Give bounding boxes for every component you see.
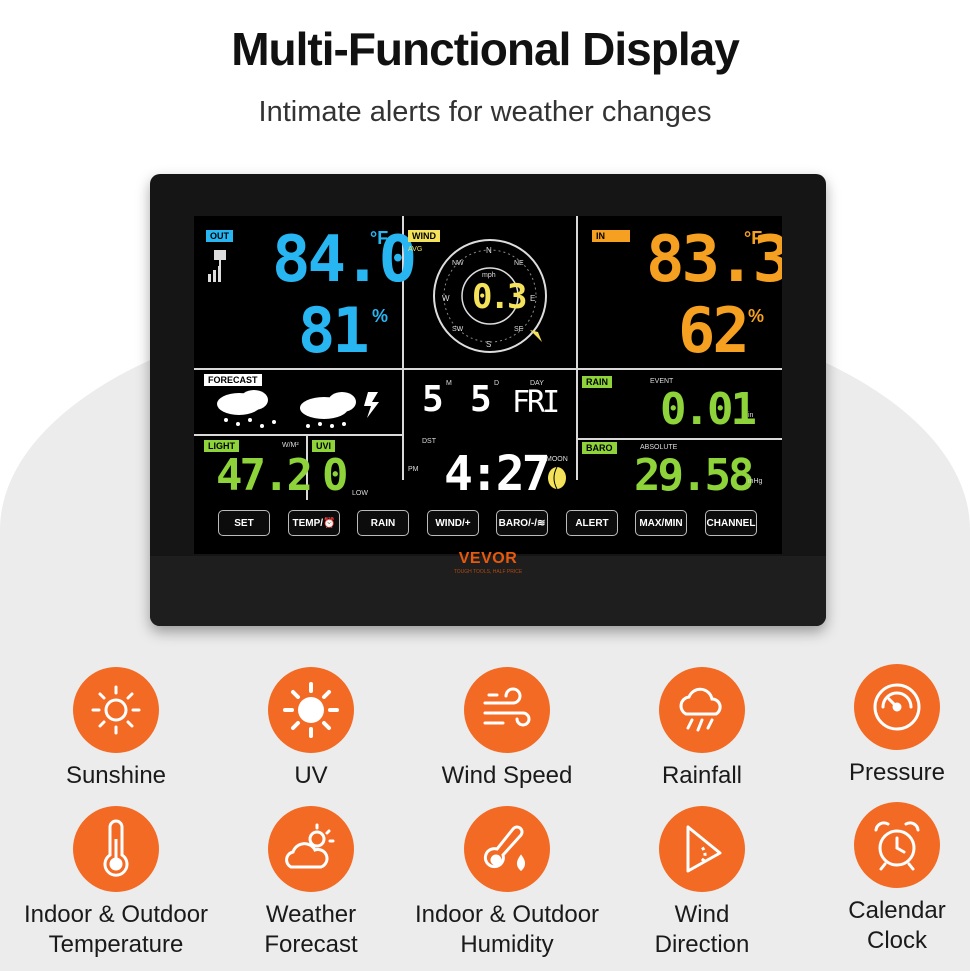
in-temp: 83.3 [646,223,782,297]
baro-unit: inHg [748,478,763,485]
feature-label: Wind Direction [654,901,750,958]
feature-sunshine: Sunshine [21,667,211,791]
feature-weather-forecast: Weather Forecast [216,806,406,960]
wind-plus-button[interactable]: WIND/+ [427,510,479,536]
compass-w: W [442,294,450,303]
light-unit: W/M² [282,442,299,449]
out-temp-unit: °F [370,228,389,248]
date-month-tag: M [446,380,452,387]
rain-unit: in [748,412,754,419]
date-day-label: DAY [530,380,544,387]
feature-label: Rainfall [661,762,743,789]
date-weekday: FRI [512,385,560,420]
pm-label: PM [408,466,419,473]
outdoor-sensor-icon [208,250,226,282]
rain-cloud-forecast-icon [217,390,379,428]
in-tag: IN [592,230,630,242]
feature-rainfall: Rainfall [607,667,797,791]
compass-ne: NE [514,260,524,267]
compass-n: N [486,246,492,255]
feature-wind-direction: Wind Direction [607,806,797,960]
out-tag: OUT [206,230,233,242]
sun-cloud-icon [268,806,354,892]
rain-value: 0.01 [660,384,757,435]
light-value: 47.2 [216,450,313,501]
wind-tag: WIND [408,230,440,242]
weather-station-device: OUT 84.0 °F 81 % WIND AVG N NE E SE S SW… [150,174,826,626]
thermometer-drop-icon [464,806,550,892]
date-month: 5 [422,379,444,420]
feature-label: Calendar Clock [848,897,946,954]
wind-avg-label: AVG [408,246,423,253]
compass-sw: SW [452,326,464,333]
compass-nw: NW [452,260,464,267]
baro-tag: BARO [582,442,617,454]
feature-label: Wind Speed [441,762,573,789]
light-tag: LIGHT [204,440,239,452]
page-title: Multi-Functional Display [231,23,740,75]
moon-label: MOON [546,456,568,463]
out-humidity-unit: % [372,306,389,326]
feature-label: Indoor & Outdoor Temperature [23,901,209,958]
uvi-level: LOW [352,490,368,497]
set-button[interactable]: SET [218,510,270,536]
forecast-tag: FORECAST [204,374,262,386]
uvi-tag: UVI [312,440,336,452]
wind-unit: mph [482,272,496,279]
in-humidity-unit: % [748,306,765,326]
uvi-value: 0 [322,450,348,501]
lcd-screen: OUT 84.0 °F 81 % WIND AVG N NE E SE S SW… [194,216,782,554]
page-subtitle: Intimate alerts for weather changes [258,96,712,128]
feature-uv: UV [216,667,406,791]
alarm-clock-icon [854,802,940,888]
date-day: 5 [470,379,492,420]
out-humidity: 81 [298,294,370,367]
sun-filled-icon [268,667,354,753]
device-bezel-bottom [150,556,826,626]
wind-speed-value: 0.3 [472,277,527,317]
gauge-icon [854,664,940,750]
baro-minus-button[interactable]: BARO/-/≋ [496,510,548,536]
feature-label: Sunshine [65,762,167,789]
date-day-tag: D [494,380,500,387]
in-temp-unit: °F [744,228,763,248]
compass-e: E [530,294,536,303]
feature-humidity: Indoor & Outdoor Humidity [412,806,602,960]
baro-absolute-label: ABSOLUTE [640,444,678,451]
brand-logo: VEVOR [458,550,518,567]
feature-wind-speed: Wind Speed [412,667,602,791]
sun-outline-icon [73,667,159,753]
feature-label: Indoor & Outdoor Humidity [414,901,600,958]
rain-button[interactable]: RAIN [357,510,409,536]
alert-button[interactable]: ALERT [566,510,618,536]
rain-cloud-icon [659,667,745,753]
baro-value: 29.58 [634,450,754,501]
wind-direction-icon [659,806,745,892]
rain-event-label: EVENT [650,378,674,385]
compass-se: SE [514,326,524,333]
dst-label: DST [422,438,436,445]
thermometer-icon [73,806,159,892]
feature-pressure: Pressure [802,664,970,788]
in-humidity: 62 [678,294,750,367]
feature-label: UV [294,762,328,789]
clock-time: 4:27 [444,446,551,502]
moon-phase-icon [548,466,566,490]
brand-tagline: TOUGH TOOLS, HALF PRICE [453,569,523,575]
wind-icon [464,667,550,753]
feature-temperature: Indoor & Outdoor Temperature [21,806,211,960]
rain-tag: RAIN [582,376,612,388]
channel-button[interactable]: CHANNEL [705,510,757,536]
max-min-button[interactable]: MAX/MIN [635,510,687,536]
out-temp: 84.0 [272,223,417,297]
feature-label: Weather Forecast [264,901,358,958]
feature-calendar-clock: Calendar Clock [802,802,970,956]
compass-rose [433,239,547,353]
compass-s: S [486,340,492,349]
feature-label: Pressure [848,759,946,786]
temp-alarm-button[interactable]: TEMP/⏰ [288,510,340,536]
